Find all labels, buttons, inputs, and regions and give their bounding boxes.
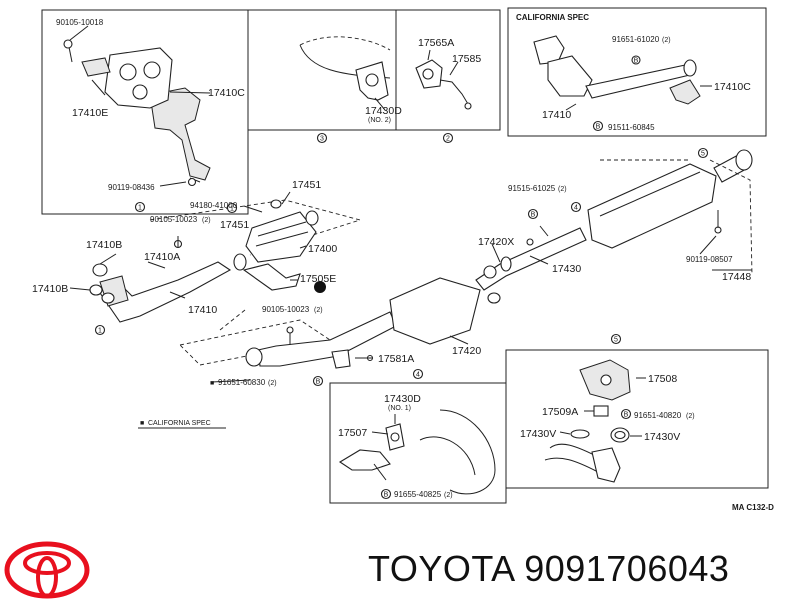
label-90105-10023-a: 90105-10023 bbox=[150, 215, 198, 224]
label-91651-61020-qty: (2) bbox=[662, 37, 671, 44]
svg-text:1: 1 bbox=[98, 328, 102, 335]
svg-text:B: B bbox=[624, 412, 629, 419]
svg-text:4: 4 bbox=[574, 205, 578, 212]
label-91651-61020: 91651-61020 bbox=[612, 35, 660, 44]
product-title: TOYOTA 9091706043 bbox=[368, 548, 730, 589]
main-assembly: 1 B B 4 5 bbox=[32, 147, 753, 429]
label-90119-08507: 90119-08507 bbox=[686, 255, 733, 264]
label-94180-41000: 94180-41000 bbox=[190, 201, 238, 210]
label-90105-10018: 90105-10018 bbox=[56, 18, 104, 27]
california-spec-title: CALIFORNIA SPEC bbox=[516, 13, 589, 22]
label-17410b-low: 17410B bbox=[32, 283, 68, 295]
label-17507: 17507 bbox=[338, 427, 367, 439]
california-spec-box: CALIFORNIA SPEC B B 91651-61020 (2) 1741… bbox=[507, 7, 767, 137]
label-17448: 17448 bbox=[722, 271, 751, 283]
label-91651-40820: 91651-40820 bbox=[634, 411, 682, 420]
svg-text:B: B bbox=[634, 58, 639, 65]
svg-text:5: 5 bbox=[701, 151, 705, 158]
label-17430v-b: 17430V bbox=[644, 431, 680, 443]
label-17410b: 17410B bbox=[86, 239, 122, 251]
label-17430d-top: 17430D bbox=[365, 105, 402, 117]
california-spec-note: CALIFORNIA SPEC bbox=[148, 420, 211, 427]
label-90105-10023-a-qty: (2) bbox=[202, 217, 211, 224]
inset-box-2: 2 17565A 17585 bbox=[395, 9, 501, 144]
toyota-logo-icon bbox=[4, 541, 90, 599]
ref-5: 5 bbox=[614, 337, 618, 344]
inset-box-3: 3 17430D (NO. 2) bbox=[247, 9, 402, 144]
svg-text:■: ■ bbox=[140, 420, 144, 427]
label-17400: 17400 bbox=[308, 243, 337, 255]
label-17430: 17430 bbox=[552, 263, 581, 275]
svg-text:B: B bbox=[384, 492, 389, 499]
ref-2: 2 bbox=[446, 136, 450, 143]
label-90119-08436: 90119-08436 bbox=[108, 183, 155, 192]
label-17451-mid: 17451 bbox=[220, 219, 249, 231]
label-90105-10023-b: 90105-10023 bbox=[262, 305, 310, 314]
svg-text:B: B bbox=[596, 124, 601, 131]
label-17430d-top-sub: (NO. 2) bbox=[368, 117, 391, 124]
label-17420: 17420 bbox=[452, 345, 481, 357]
svg-text:B: B bbox=[531, 212, 536, 219]
label-17508: 17508 bbox=[648, 373, 677, 385]
label-91655-40825: 91655-40825 bbox=[394, 490, 442, 499]
label-17410: 17410 bbox=[188, 304, 217, 316]
label-17581a: 17581A bbox=[378, 353, 414, 365]
label-17585: 17585 bbox=[452, 53, 481, 65]
label-17430d-low: 17430D bbox=[384, 393, 421, 405]
svg-text:1: 1 bbox=[230, 206, 234, 213]
label-17430v-a: 17430V bbox=[520, 428, 556, 440]
label-91515-61025-qty: (2) bbox=[558, 186, 567, 193]
label-91651-60830: 91651-60830 bbox=[218, 378, 266, 387]
label-91511-60845: 91511-60845 bbox=[608, 123, 655, 132]
label-17509a: 17509A bbox=[542, 406, 578, 418]
label-17410c-ca: 17410C bbox=[714, 81, 751, 93]
label-17410e: 17410E bbox=[72, 107, 108, 119]
label-91655-40825-qty: (2) bbox=[444, 492, 453, 499]
label-17505e: 17505E bbox=[300, 273, 336, 285]
label-17410c-top: 17410C bbox=[208, 87, 245, 99]
label-91651-40820-qty: (2) bbox=[686, 413, 695, 420]
label-17430d-low-sub: (NO. 1) bbox=[388, 405, 411, 412]
inset-box-1: 1 90105-10018 17410C 17410E 90119-08436 bbox=[41, 9, 249, 215]
label-91651-60830-qty: (2) bbox=[268, 380, 277, 387]
svg-text:B: B bbox=[316, 379, 321, 386]
svg-text:4: 4 bbox=[416, 372, 420, 379]
ref-3: 3 bbox=[320, 136, 324, 143]
label-17451-top: 17451 bbox=[292, 179, 321, 191]
label-17410-ca: 17410 bbox=[542, 109, 571, 121]
label-90105-10023-b-qty: (2) bbox=[314, 307, 323, 314]
label-17410a: 17410A bbox=[144, 251, 180, 263]
ref-1: 1 bbox=[138, 205, 142, 212]
diagram-code: MA C132-D bbox=[732, 503, 774, 512]
label-91515-61025: 91515-61025 bbox=[508, 184, 556, 193]
inset-box-5: 5 B 17508 17509A 91651-40820 (2) 17430V … bbox=[505, 333, 769, 489]
label-17420x: 17420X bbox=[478, 236, 514, 248]
inset-box-4: B 17430D (NO. 1) 17507 91655-40825 (2) bbox=[329, 382, 507, 504]
svg-text:■: ■ bbox=[210, 380, 214, 387]
label-17565a: 17565A bbox=[418, 37, 454, 49]
